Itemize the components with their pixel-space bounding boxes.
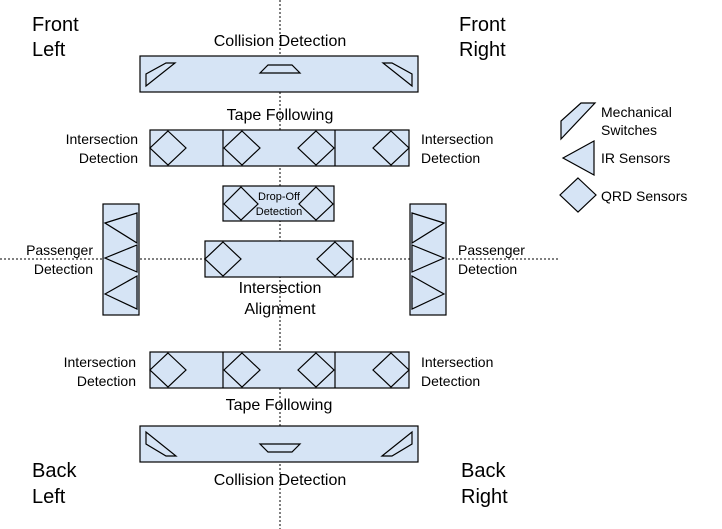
corner-back-right-line1: Back (461, 460, 506, 482)
intersection-left-top-line1: Intersection (66, 131, 138, 147)
ir-sensor-icon (103, 274, 138, 310)
passenger-detector-left (102, 203, 140, 316)
tape-sensor-bar-back (149, 351, 410, 389)
intersection-right-top-line2: Detection (421, 150, 480, 166)
intersection-right-bottom-line2: Detection (421, 373, 480, 389)
collision-bumper-back (139, 425, 419, 463)
ir-sensor-icon (103, 212, 138, 245)
intersection-right-top-line1: Intersection (421, 131, 493, 147)
alignment-label-line2: Alignment (244, 301, 316, 318)
dropoff-detector: Drop-Off Detection (222, 185, 335, 222)
qrd-sensor-icon (372, 352, 410, 388)
legend-ir-sensor-icon (561, 139, 595, 177)
legend-ir-label: IR Sensors (601, 150, 670, 166)
qrd-sensor-icon (297, 352, 335, 388)
collision-bottom-label: Collision Detection (214, 472, 347, 489)
collision-top-label: Collision Detection (214, 33, 347, 50)
mechanical-switch-icon (381, 62, 413, 88)
legend: Mechanical Switches IR Sensors QRD Senso… (559, 102, 687, 213)
legend-qrd-label: QRD Sensors (601, 188, 687, 204)
qrd-sensor-icon (297, 130, 335, 166)
qrd-sensor-icon (223, 130, 261, 166)
passenger-right-line1: Passenger (458, 242, 525, 258)
passenger-detector-right (409, 203, 447, 316)
collision-bumper-front (139, 55, 419, 93)
mechanical-switch-icon (258, 64, 302, 74)
back-qrd-bar (149, 351, 410, 389)
qrd-sensor-icon (316, 241, 354, 277)
tape-bottom-label: Tape Following (226, 397, 333, 414)
legend-mechanical-line1: Mechanical (601, 104, 672, 120)
ir-sensor-icon (411, 274, 446, 310)
dropoff-label-line2: Detection (256, 206, 302, 218)
passenger-right-line2: Detection (458, 261, 517, 277)
mechanical-switch-icon (145, 430, 178, 457)
dropoff-label-line1: Drop-Off (258, 191, 301, 203)
legend-mechanical-switch-icon (560, 102, 597, 141)
corner-back-left-line1: Back (32, 460, 77, 482)
mechanical-switch-icon (380, 430, 413, 457)
corner-back-right-line2: Right (461, 486, 508, 508)
passenger-left-line1: Passenger (26, 242, 93, 258)
front-bumper-box (139, 55, 419, 93)
tape-sensor-bar-front (149, 129, 410, 167)
passenger-left-line2: Detection (34, 261, 93, 277)
mechanical-switch-icon (145, 62, 177, 88)
qrd-sensor-icon (204, 241, 242, 277)
alignment-sensor-bar (204, 240, 354, 278)
qrd-sensor-icon (149, 130, 187, 166)
ir-sensor-icon (411, 212, 446, 245)
qrd-sensor-icon (372, 130, 410, 166)
mechanical-switch-icon (258, 443, 302, 453)
front-qrd-bar (149, 129, 410, 167)
legend-mechanical-line2: Switches (601, 122, 657, 138)
tape-top-label: Tape Following (227, 107, 334, 124)
qrd-sensor-icon (223, 186, 259, 221)
corner-front-left-line1: Front (32, 14, 79, 36)
qrd-sensor-icon (223, 352, 261, 388)
ir-sensor-icon (411, 244, 446, 273)
legend-qrd-sensor-icon (559, 177, 597, 213)
corner-front-left-line2: Left (32, 39, 66, 61)
corner-front-right-line1: Front (459, 14, 506, 36)
qrd-sensor-icon (298, 186, 334, 221)
alignment-label-line1: Intersection (239, 280, 322, 297)
intersection-left-bottom-line1: Intersection (64, 354, 136, 370)
ir-sensor-icon (103, 244, 138, 273)
intersection-left-bottom-line2: Detection (77, 373, 136, 389)
qrd-sensor-icon (149, 352, 187, 388)
corner-front-right-line2: Right (459, 39, 506, 61)
intersection-right-bottom-line1: Intersection (421, 354, 493, 370)
intersection-left-top-line2: Detection (79, 150, 138, 166)
corner-back-left-line2: Left (32, 486, 66, 508)
